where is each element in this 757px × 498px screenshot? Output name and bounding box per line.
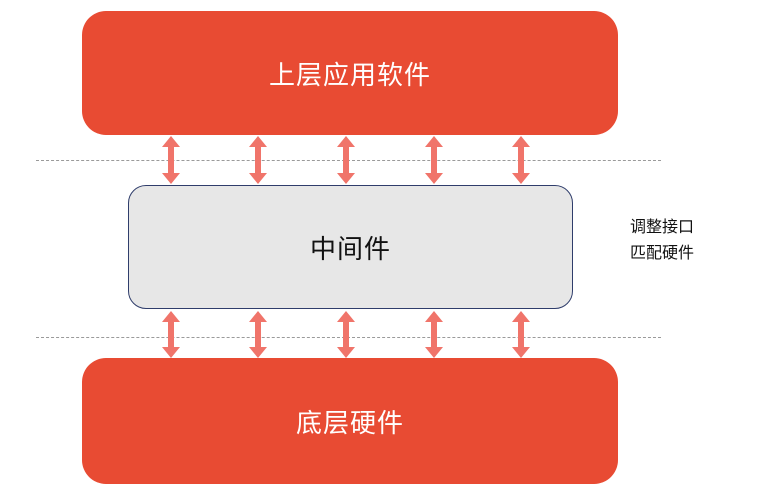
arrow-group-middle-bottom: [162, 311, 530, 358]
top-layer-box: 上层应用软件: [82, 11, 618, 135]
bottom-layer-box: 底层硬件: [82, 358, 618, 484]
lower-dashed-divider: [36, 337, 661, 338]
upper-dashed-divider: [36, 160, 661, 161]
top-layer-label: 上层应用软件: [268, 60, 431, 91]
side-note-line-1: 调整接口: [630, 217, 695, 236]
lower-double-arrow-icon-5: [512, 311, 530, 358]
lower-double-arrow-icon-2: [249, 311, 267, 358]
bottom-layer-label: 底层硬件: [295, 408, 404, 439]
side-note-line-2: 匹配硬件: [630, 243, 695, 262]
lower-double-arrow-icon-1: [162, 311, 180, 358]
middle-layer-box: 中间件: [128, 185, 573, 309]
side-note: 调整接口 匹配硬件: [630, 214, 694, 266]
middle-layer-label: 中间件: [309, 234, 391, 265]
lower-double-arrow-icon-4: [425, 311, 443, 358]
lower-double-arrow-icon-3: [337, 311, 355, 358]
